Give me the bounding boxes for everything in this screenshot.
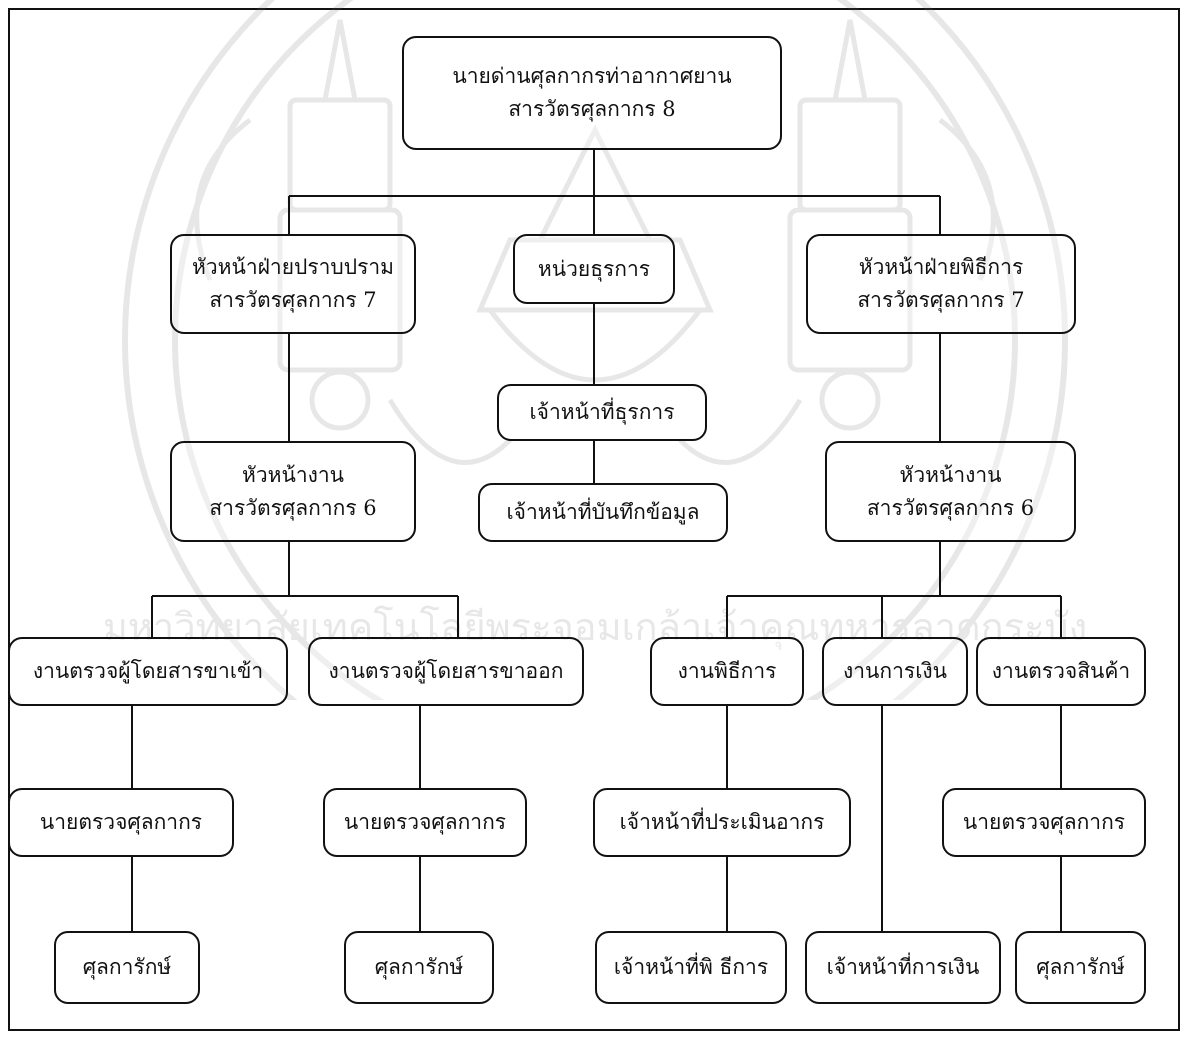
node-guard-1: ศุลการักษ์: [54, 931, 200, 1004]
node-line-2: สารวัตรศุลกากร 7: [857, 288, 1025, 312]
diagram-frame: [8, 8, 1180, 1031]
node-outbound-inspection: งานตรวจผู้โดยสารขาออก: [308, 637, 584, 706]
node-line-1: หัวหน้าฝ่ายปราบปราม: [191, 255, 394, 280]
node-line-1: งานตรวจผู้โดยสารขาเข้า: [32, 659, 264, 684]
node-line-1: เจ้าหน้าที่บันทึกข้อมูล: [506, 500, 700, 525]
node-formalities-work: งานพิธีการ: [650, 637, 804, 706]
node-line-1: ศุลการักษ์: [82, 955, 172, 980]
node-line-1: นายตรวจศุลกากร: [39, 810, 203, 835]
node-line-1: หน่วยธุรการ: [537, 256, 651, 281]
node-line-1: นายด่านศุลกากรท่าอากาศยาน: [452, 64, 732, 89]
node-line-1: เจ้าหน้าที่การเงิน: [826, 955, 980, 980]
node-line-1: งานการเงิน: [843, 659, 947, 684]
node-line-1: งานตรวจสินค้า: [991, 659, 1131, 684]
node-line-2: สารวัตรศุลกากร 6: [209, 495, 377, 520]
node-line-1: หัวหน้าฝ่ายพิธีการ: [858, 255, 1024, 280]
node-line-1: นายตรวจศุลกากร: [343, 810, 507, 835]
node-inspector-3: นายตรวจศุลกากร: [942, 788, 1146, 857]
node-line-2: สารวัตรศุลกากร 8: [508, 97, 676, 121]
node-line-1: เจ้าหน้าที่ธุรการ: [529, 400, 675, 425]
node-duty-assessor: เจ้าหน้าที่ประเมินอากร: [593, 788, 851, 857]
node-inspector-1: นายตรวจศุลกากร: [8, 788, 234, 857]
node-work-head-right: หัวหน้างาน สารวัตรศุลกากร 6: [825, 441, 1076, 542]
node-admin-unit: หน่วยธุรการ: [513, 234, 675, 304]
node-line-1: เจ้าหน้าที่ประเมินอากร: [619, 810, 825, 835]
node-formalities-head: หัวหน้าฝ่ายพิธีการ สารวัตรศุลกากร 7: [806, 234, 1076, 334]
node-goods-inspection: งานตรวจสินค้า: [976, 637, 1146, 706]
node-airport-customs-director: นายด่านศุลกากรท่าอากาศยาน สารวัตรศุลกากร…: [402, 36, 782, 150]
node-admin-officer: เจ้าหน้าที่ธุรการ: [497, 384, 707, 441]
node-line-1: หัวหน้างาน: [241, 462, 345, 487]
node-line-1: ศุลการักษ์: [374, 955, 464, 980]
node-suppression-head: หัวหน้าฝ่ายปราบปราม สารวัตรศุลกากร 7: [170, 234, 416, 334]
node-guard-3: ศุลการักษ์: [1015, 931, 1146, 1004]
node-line-2: สารวัตรศุลกากร 7: [209, 288, 377, 312]
node-line-1: หัวหน้างาน: [899, 462, 1002, 487]
node-work-head-left: หัวหน้างาน สารวัตรศุลกากร 6: [170, 441, 416, 542]
node-formalities-officer: เจ้าหน้าที่พิ ธีการ: [595, 931, 787, 1004]
node-data-entry-officer: เจ้าหน้าที่บันทึกข้อมูล: [478, 483, 728, 542]
node-line-1: นายตรวจศุลกากร: [962, 810, 1126, 835]
node-line-1: งานตรวจผู้โดยสารขาออก: [328, 659, 564, 684]
node-line-1: เจ้าหน้าที่พิ ธีการ: [613, 955, 769, 980]
node-inbound-inspection: งานตรวจผู้โดยสารขาเข้า: [8, 637, 288, 706]
node-guard-2: ศุลการักษ์: [344, 931, 494, 1004]
node-line-1: งานพิธีการ: [677, 659, 777, 684]
node-line-1: ศุลการักษ์: [1036, 955, 1125, 980]
node-line-2: สารวัตรศุลกากร 6: [866, 495, 1035, 520]
node-finance-work: งานการเงิน: [822, 637, 968, 706]
node-finance-officer: เจ้าหน้าที่การเงิน: [805, 931, 1001, 1004]
node-inspector-2: นายตรวจศุลกากร: [323, 788, 527, 857]
